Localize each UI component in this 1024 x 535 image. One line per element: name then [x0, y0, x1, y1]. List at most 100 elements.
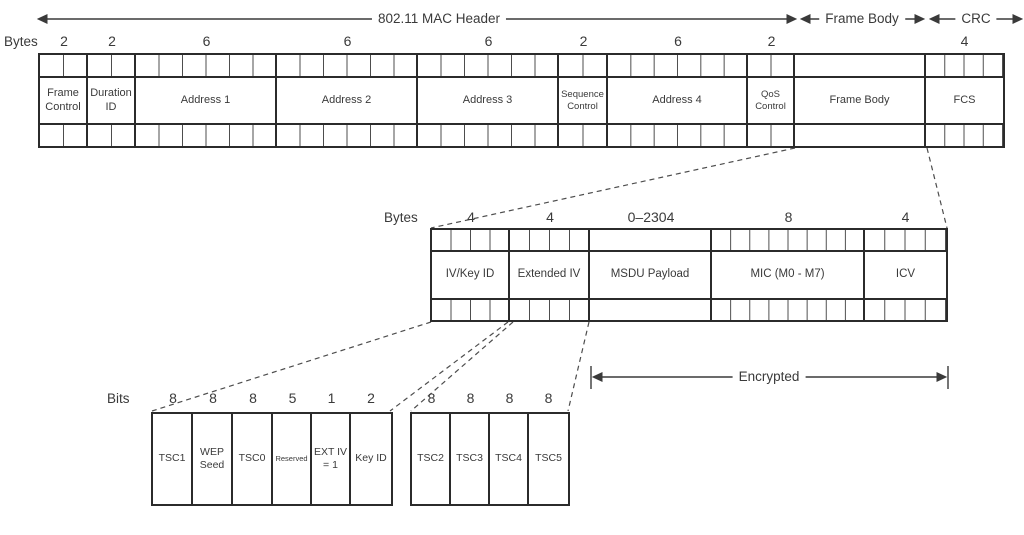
ext-iv-bit-counts-row: 8 8 8 8: [412, 390, 568, 407]
byte-count: 0–2304: [627, 209, 675, 225]
byte-ticks: [88, 55, 134, 78]
bit-count: 8: [544, 390, 553, 406]
byte-ticks: [608, 55, 746, 78]
field-label: IV/Key ID: [445, 268, 495, 281]
byte-ticks: [748, 123, 793, 146]
field-msdu-payload: MSDU Payload: [590, 230, 712, 320]
bit-count: 8: [466, 390, 475, 406]
byte-count: 6: [674, 33, 682, 49]
arrow-right-icon: [914, 14, 926, 24]
byte-count: 4: [901, 209, 910, 225]
field-duration-id: Duration ID: [88, 55, 136, 146]
bit-count: 8: [249, 390, 257, 406]
bit-count: 2: [367, 390, 375, 406]
arrow-right-icon: [936, 372, 948, 382]
crc-span-label: CRC: [955, 11, 997, 26]
byte-ticks: [136, 123, 275, 146]
bit-field-tsc0: TSC0: [233, 414, 273, 504]
byte-ticks: [510, 298, 588, 320]
byte-ticks: [748, 55, 793, 78]
byte-ticks: [926, 123, 1003, 146]
byte-count: [795, 33, 926, 50]
byte-count: 2: [60, 33, 68, 49]
bit-count: 5: [288, 390, 297, 406]
bit-field-reserved: Reserved: [273, 414, 312, 504]
field-label: Address 3: [462, 93, 513, 106]
byte-ticks: [88, 123, 134, 146]
field-label: Address 4: [652, 93, 702, 106]
byte-count: 4: [960, 33, 969, 49]
bit-field-tsc5: TSC5: [535, 452, 562, 465]
bit-count: 8: [209, 390, 217, 406]
byte-ticks: [559, 55, 606, 78]
byte-count: 2: [579, 33, 588, 49]
iv-key-id-bits-table: TSC1 WEP Seed TSC0 Reserved EXT IV = 1 K…: [151, 412, 393, 506]
byte-count: 8: [784, 209, 793, 225]
field-label: ICV: [895, 268, 916, 281]
byte-ticks: [418, 123, 557, 146]
field-extended-iv: Extended IV: [510, 230, 590, 320]
field-label: MSDU Payload: [610, 268, 690, 281]
connector-extendediv-right: [567, 321, 590, 412]
field-fcs: FCS: [926, 55, 1003, 146]
iv-bit-counts-row: 8 8 8 5 1 2: [153, 390, 391, 407]
mac-header-span-label: 802.11 MAC Header: [371, 11, 507, 26]
byte-count: 4: [467, 209, 475, 225]
byte-ticks: [712, 230, 863, 252]
bit-field-tsc2: TSC2: [412, 414, 451, 504]
byte-count: 4: [546, 209, 554, 225]
expanded-frame-body-table: IV/Key ID Extended IV MSDU Payload MIC (…: [430, 228, 948, 322]
byte-ticks: [795, 55, 924, 78]
field-label: Address 2: [321, 93, 372, 106]
byte-ticks: [40, 123, 86, 146]
bit-field-wep-seed: WEP Seed: [193, 414, 233, 504]
arrow-left-icon: [36, 14, 48, 24]
field-label: Sequence Control: [561, 89, 604, 112]
field-icv: ICV: [865, 230, 946, 320]
byte-ticks: [590, 298, 710, 320]
byte-ticks: [510, 230, 588, 252]
field-label: FCS: [953, 93, 976, 106]
mac-bytes-unit-label: Bytes: [4, 34, 38, 49]
byte-count: 2: [108, 33, 116, 49]
arrow-left-icon: [799, 14, 811, 24]
byte-ticks: [712, 298, 863, 320]
bit-field-ext-iv: EXT IV = 1: [312, 414, 351, 504]
expanded-bytes-unit-label: Bytes: [384, 210, 418, 225]
field-address-4: Address 4: [608, 55, 748, 146]
byte-ticks: [432, 298, 508, 320]
mac-byte-counts-row: 2 2 6 6 6 2 6 2 4: [40, 33, 1003, 50]
bit-field-tsc1: TSC1: [153, 414, 193, 504]
field-label: Frame Control: [45, 87, 81, 113]
byte-count: 2: [767, 33, 776, 49]
bit-count: 8: [169, 390, 177, 406]
byte-ticks: [865, 298, 946, 320]
byte-ticks: [795, 123, 924, 146]
encrypted-span-label: Encrypted: [732, 369, 806, 384]
field-address-2: Address 2: [277, 55, 418, 146]
field-label: Frame Body: [829, 93, 890, 106]
byte-ticks: [277, 123, 416, 146]
arrow-left-icon: [928, 14, 940, 24]
arrow-left-icon: [591, 372, 603, 382]
field-label: Extended IV: [517, 268, 581, 281]
byte-ticks: [136, 55, 275, 78]
byte-count: 6: [343, 33, 352, 49]
byte-ticks: [590, 230, 710, 252]
field-frame-body: Frame Body: [795, 55, 926, 146]
mac-header-table: Frame Control Duration ID Address 1 Addr…: [38, 53, 1005, 148]
field-qos-control: QoS Control: [748, 55, 795, 146]
arrow-right-icon: [1012, 14, 1024, 24]
byte-count: 6: [484, 33, 493, 49]
byte-ticks: [865, 230, 946, 252]
byte-ticks: [926, 55, 1003, 78]
field-iv-key-id: IV/Key ID: [432, 230, 510, 320]
field-label: QoS Control: [755, 89, 786, 112]
field-label: Duration ID: [90, 87, 132, 113]
byte-ticks: [277, 55, 416, 78]
field-address-3: Address 3: [418, 55, 559, 146]
field-label: Address 1: [180, 93, 231, 106]
bit-count: 1: [327, 390, 336, 406]
byte-count: 6: [202, 33, 211, 49]
